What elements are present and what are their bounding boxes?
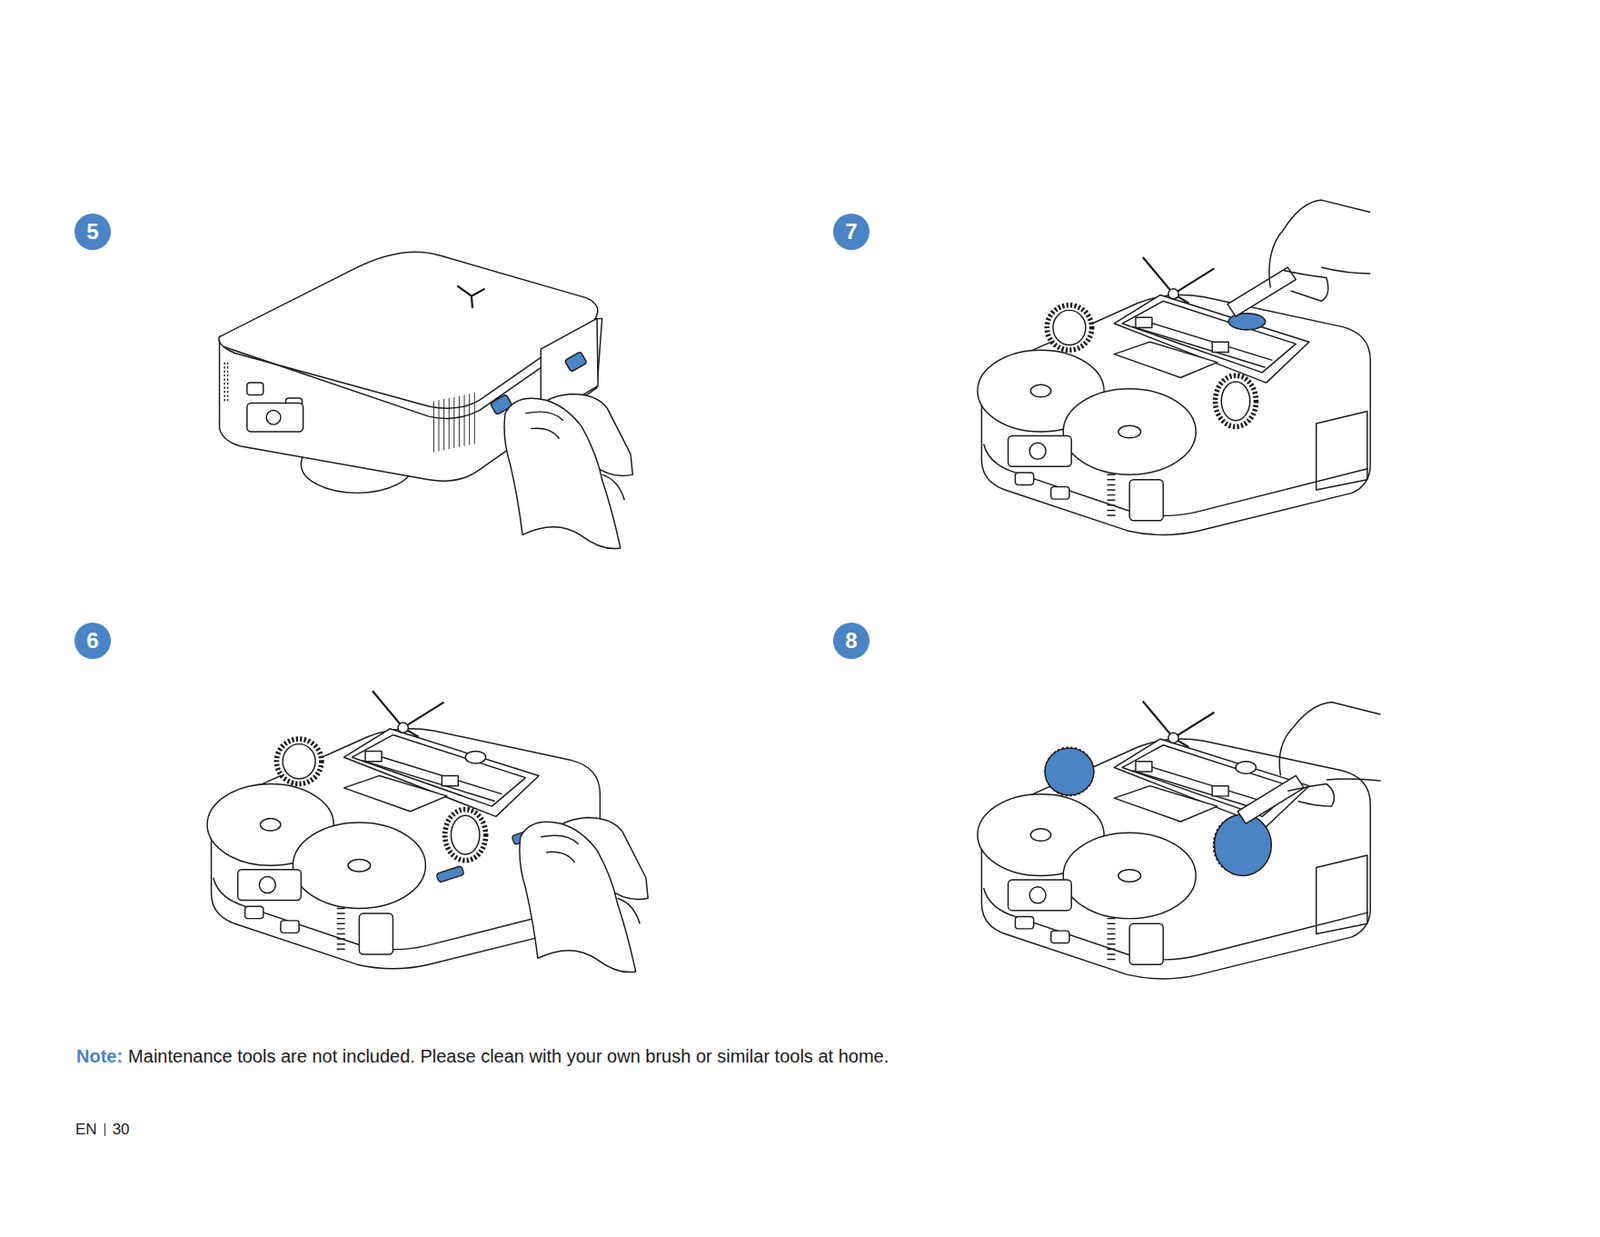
robot-top bbox=[266, 409, 281, 425]
robot-top bbox=[564, 351, 587, 373]
note-text: Maintenance tools are not included. Plea… bbox=[128, 1045, 889, 1067]
brush-tool bbox=[1228, 313, 1265, 330]
language-code: EN bbox=[75, 1120, 98, 1139]
callout-number-text: 7 bbox=[844, 218, 857, 245]
brush-tool bbox=[1227, 199, 1371, 330]
note-label: Note: bbox=[76, 1045, 123, 1067]
robot-bottom bbox=[977, 700, 1371, 978]
page-number: 30 bbox=[112, 1120, 130, 1139]
callout-number: 8 bbox=[833, 622, 870, 659]
robot-top bbox=[457, 285, 485, 309]
robot-top bbox=[247, 382, 264, 395]
brush-tool bbox=[1227, 267, 1296, 317]
robot-top bbox=[247, 403, 304, 432]
callout-number-text: 5 bbox=[86, 218, 99, 245]
robot-top bbox=[224, 362, 228, 404]
separator bbox=[104, 1122, 106, 1136]
wheel-highlight bbox=[1044, 747, 1094, 796]
callout-number-text: 6 bbox=[86, 627, 99, 654]
robot-top bbox=[433, 392, 475, 452]
page-footer: EN 30 bbox=[75, 1120, 130, 1139]
note-line: Note:Maintenance tools are not included.… bbox=[76, 1045, 889, 1067]
hand-cloth bbox=[504, 393, 633, 548]
sensor-highlight bbox=[436, 864, 465, 883]
callout-number: 6 bbox=[74, 622, 111, 659]
brush-tool bbox=[1237, 702, 1381, 825]
callout-number: 5 bbox=[74, 213, 111, 250]
callout-number-text: 8 bbox=[844, 627, 857, 654]
callout-number: 7 bbox=[833, 213, 870, 250]
brush-tool bbox=[1269, 199, 1371, 301]
brush-tool bbox=[1279, 702, 1381, 807]
brush-tool bbox=[1237, 775, 1304, 824]
hand-cloth bbox=[519, 816, 648, 972]
wheel-highlight bbox=[1213, 814, 1272, 875]
robot-bottom bbox=[977, 257, 1371, 535]
